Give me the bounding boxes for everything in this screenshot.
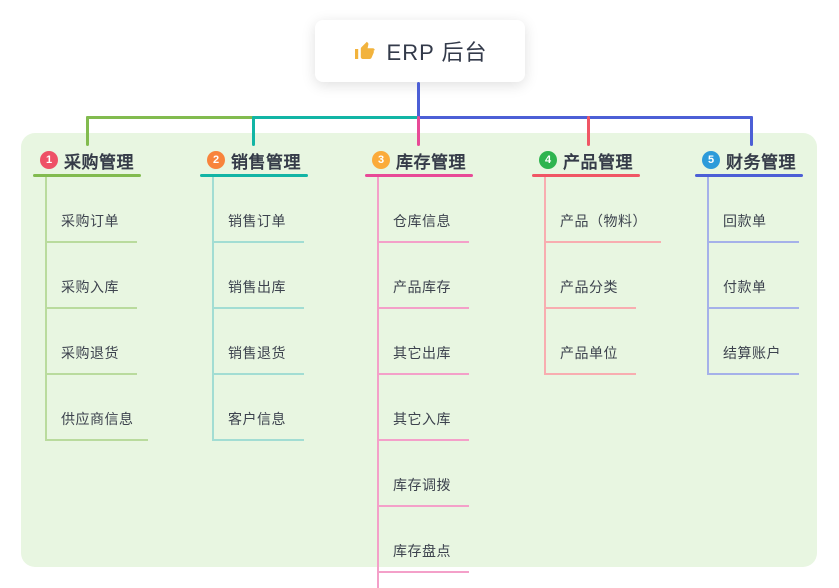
branch-2: 2 销售管理销售订单销售出库销售退货客户信息 — [200, 146, 308, 441]
branch-3: 3 库存管理仓库信息产品库存其它出库其它入库库存调拨库存盘点出库库明细 — [365, 146, 480, 588]
leaf-node[interactable]: 产品分类 — [546, 243, 636, 309]
branch-node-5[interactable]: 5 财务管理 — [695, 146, 803, 174]
branch-item-list: 产品（物料）产品分类产品单位 — [544, 177, 661, 375]
leaf-node[interactable]: 供应商信息 — [47, 375, 148, 441]
branch-number-badge: 1 — [40, 151, 58, 169]
branch-node-1[interactable]: 1 采购管理 — [33, 146, 148, 174]
connector-bus-blue — [417, 116, 753, 119]
branch-node-2[interactable]: 2 销售管理 — [200, 146, 308, 174]
branch-number-badge: 5 — [702, 151, 720, 169]
leaf-node[interactable]: 结算账户 — [709, 309, 799, 375]
leaf-node[interactable]: 客户信息 — [214, 375, 304, 441]
connector-root-stem — [417, 82, 420, 117]
branch-number-badge: 3 — [372, 151, 390, 169]
connector-bus-teal — [252, 116, 418, 119]
connector-drop-2 — [252, 116, 255, 146]
leaf-node[interactable]: 回款单 — [709, 177, 799, 243]
leaf-node[interactable]: 其它出库 — [379, 309, 469, 375]
branch-node-3[interactable]: 3 库存管理 — [365, 146, 480, 174]
branch-item-list: 采购订单采购入库采购退货供应商信息 — [45, 177, 148, 441]
leaf-node[interactable]: 其它入库 — [379, 375, 469, 441]
leaf-node[interactable]: 仓库信息 — [379, 177, 469, 243]
branch-label: 库存管理 — [396, 152, 466, 172]
leaf-node[interactable]: 库存调拨 — [379, 441, 469, 507]
branch-number-badge: 4 — [539, 151, 557, 169]
leaf-node[interactable]: 销售订单 — [214, 177, 304, 243]
branch-1: 1 采购管理采购订单采购入库采购退货供应商信息 — [33, 146, 148, 441]
connector-drop-4 — [587, 116, 590, 146]
branch-item-list: 仓库信息产品库存其它出库其它入库库存调拨库存盘点出库库明细 — [377, 177, 480, 588]
leaf-node[interactable]: 销售出库 — [214, 243, 304, 309]
branch-number-badge: 2 — [207, 151, 225, 169]
branch-underline — [200, 174, 308, 177]
branch-item-list: 销售订单销售出库销售退货客户信息 — [212, 177, 308, 441]
branch-item-list: 回款单付款单结算账户 — [707, 177, 803, 375]
connector-drop-5 — [750, 116, 753, 146]
leaf-node[interactable]: 出库库明细 — [379, 573, 480, 588]
leaf-node[interactable]: 产品库存 — [379, 243, 469, 309]
leaf-node[interactable]: 采购退货 — [47, 309, 137, 375]
thumbs-up-icon — [353, 39, 377, 63]
branch-underline — [695, 174, 803, 177]
root-label: ERP 后台 — [386, 40, 488, 65]
branch-underline — [365, 174, 473, 177]
leaf-node[interactable]: 产品（物料） — [546, 177, 661, 243]
branch-label: 销售管理 — [231, 152, 301, 172]
connector-bus-green — [86, 116, 254, 119]
connector-drop-1 — [86, 116, 89, 146]
group-panel — [21, 133, 817, 567]
branch-underline — [33, 174, 141, 177]
leaf-node[interactable]: 采购入库 — [47, 243, 137, 309]
leaf-node[interactable]: 销售退货 — [214, 309, 304, 375]
branch-underline — [532, 174, 640, 177]
root-node[interactable]: ERP 后台 — [315, 20, 525, 82]
branch-4: 4 产品管理产品（物料）产品分类产品单位 — [532, 146, 661, 375]
leaf-node[interactable]: 库存盘点 — [379, 507, 469, 573]
branch-5: 5 财务管理回款单付款单结算账户 — [695, 146, 803, 375]
branch-node-4[interactable]: 4 产品管理 — [532, 146, 661, 174]
leaf-node[interactable]: 付款单 — [709, 243, 799, 309]
branch-label: 财务管理 — [726, 152, 796, 172]
leaf-node[interactable]: 采购订单 — [47, 177, 137, 243]
branch-label: 产品管理 — [563, 152, 633, 172]
connector-drop-3 — [417, 116, 420, 146]
branch-label: 采购管理 — [64, 152, 134, 172]
leaf-node[interactable]: 产品单位 — [546, 309, 636, 375]
